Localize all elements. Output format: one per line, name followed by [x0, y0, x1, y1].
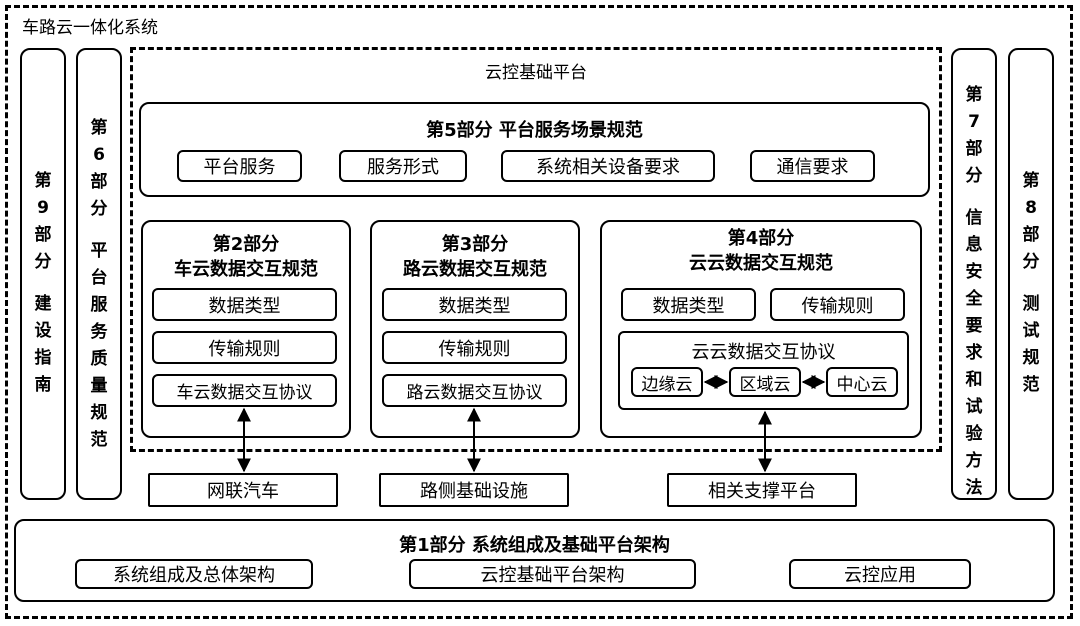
- part4-item: 数据类型: [621, 288, 756, 321]
- part6-text: 第 6 部 分 平 台 服 务 质 量 规 范: [78, 115, 120, 454]
- part8-char: 第: [1022, 171, 1040, 191]
- part7-char: 验: [965, 424, 983, 444]
- part2-item: 车云数据交互协议: [152, 374, 337, 407]
- part7-char: 信: [965, 208, 983, 228]
- part2-title-line2: 车云数据交互规范: [174, 259, 318, 280]
- part6-char: 分: [90, 199, 108, 219]
- part7-char: 法: [965, 478, 983, 498]
- part5-item: 平台服务: [177, 150, 302, 182]
- part8-text: 第 8 部 分 测 试 规 范: [1010, 168, 1052, 399]
- central-cloud-box: 中心云: [826, 367, 898, 397]
- part9-char: 部: [34, 225, 52, 245]
- part5-item: 通信要求: [750, 150, 875, 182]
- part5-title: 第5部分 平台服务场景规范: [426, 120, 643, 141]
- part3-title: 第3部分 路云数据交互规范: [370, 232, 580, 282]
- part8-char: 部: [1022, 225, 1040, 245]
- part8-char: 规: [1022, 348, 1040, 368]
- part9-char: 南: [34, 375, 52, 395]
- part6-char: 6: [93, 145, 105, 165]
- part7-char: 和: [965, 370, 983, 390]
- part3-title-line1: 第3部分: [441, 234, 509, 255]
- part3-item: 数据类型: [382, 288, 567, 321]
- part1-item: 云控基础平台架构: [409, 559, 696, 589]
- edge-cloud-box: 边缘云: [631, 367, 703, 397]
- part1-title: 第1部分 系统组成及基础平台架构: [399, 535, 670, 556]
- part9-char: 9: [37, 198, 49, 218]
- part1-item: 云控应用: [789, 559, 971, 589]
- part9-text: 第 9 部 分 建 设 指 南: [22, 168, 64, 399]
- part6-char: 量: [90, 376, 108, 396]
- part6-char: 范: [90, 430, 108, 450]
- part6-char: 务: [90, 322, 108, 342]
- part7-char: 第: [965, 85, 983, 105]
- part7-char: 7: [968, 112, 980, 132]
- part9-char: 指: [34, 348, 52, 368]
- part7-char: 方: [965, 451, 983, 471]
- part8-char: 测: [1022, 294, 1040, 314]
- part9-char: 设: [34, 321, 52, 341]
- part2-title-line1: 第2部分: [212, 234, 280, 255]
- part3-title-line2: 路云数据交互规范: [403, 259, 547, 280]
- part4-title-line1: 第4部分: [727, 228, 795, 249]
- part6-panel: 第 6 部 分 平 台 服 务 质 量 规 范: [76, 48, 122, 500]
- part4-protocol-title: 云云数据交互协议: [691, 342, 836, 363]
- part6-char: 第: [90, 118, 108, 138]
- part1-item: 系统组成及总体架构: [75, 559, 313, 589]
- part7-char: 全: [965, 289, 983, 309]
- part8-char: 分: [1022, 252, 1040, 272]
- part3-item: 传输规则: [382, 331, 567, 364]
- regional-cloud-box: 区域云: [729, 367, 801, 397]
- part8-char: 范: [1022, 375, 1040, 395]
- part7-char: 求: [965, 343, 983, 363]
- part2-item: 数据类型: [152, 288, 337, 321]
- part4-title: 第4部分 云云数据交互规范: [600, 226, 922, 276]
- part7-text: 第 7 部 分 信 息 安 全 要 求 和 试 验 方 法: [953, 82, 995, 502]
- part6-char: 部: [90, 172, 108, 192]
- part3-item: 路云数据交互协议: [382, 374, 567, 407]
- part6-char: 质: [90, 349, 108, 369]
- part4-title-line2: 云云数据交互规范: [689, 253, 833, 274]
- part7-char: 安: [965, 262, 983, 282]
- part4-item: 传输规则: [770, 288, 905, 321]
- part8-panel: 第 8 部 分 测 试 规 范: [1008, 48, 1054, 500]
- part7-char: 要: [965, 316, 983, 336]
- platform-title: 云控基础平台: [485, 63, 587, 83]
- part9-char: 第: [34, 171, 52, 191]
- part8-char: 试: [1022, 321, 1040, 341]
- part7-char: 息: [965, 235, 983, 255]
- part7-panel: 第 7 部 分 信 息 安 全 要 求 和 试 验 方 法: [951, 48, 997, 500]
- part2-title: 第2部分 车云数据交互规范: [141, 232, 351, 282]
- part6-char: 规: [90, 403, 108, 423]
- part9-panel: 第 9 部 分 建 设 指 南: [20, 48, 66, 500]
- part8-char: 8: [1025, 198, 1037, 218]
- part2-item: 传输规则: [152, 331, 337, 364]
- platform-frame: [130, 47, 942, 452]
- system-frame: [5, 5, 1073, 619]
- part7-char: 试: [965, 397, 983, 417]
- part6-char: 服: [90, 295, 108, 315]
- part9-char: 分: [34, 252, 52, 272]
- system-title: 车路云一体化系统: [22, 18, 158, 38]
- roadside-infrastructure-box: 路侧基础设施: [379, 473, 569, 507]
- connected-vehicle-box: 网联汽车: [148, 473, 338, 507]
- part7-char: 分: [965, 166, 983, 186]
- part6-char: 平: [90, 241, 108, 261]
- part5-item: 系统相关设备要求: [501, 150, 715, 182]
- part5-item: 服务形式: [339, 150, 467, 182]
- part7-char: 部: [965, 139, 983, 159]
- part9-char: 建: [34, 294, 52, 314]
- part6-char: 台: [90, 268, 108, 288]
- support-platform-box: 相关支撑平台: [667, 473, 857, 507]
